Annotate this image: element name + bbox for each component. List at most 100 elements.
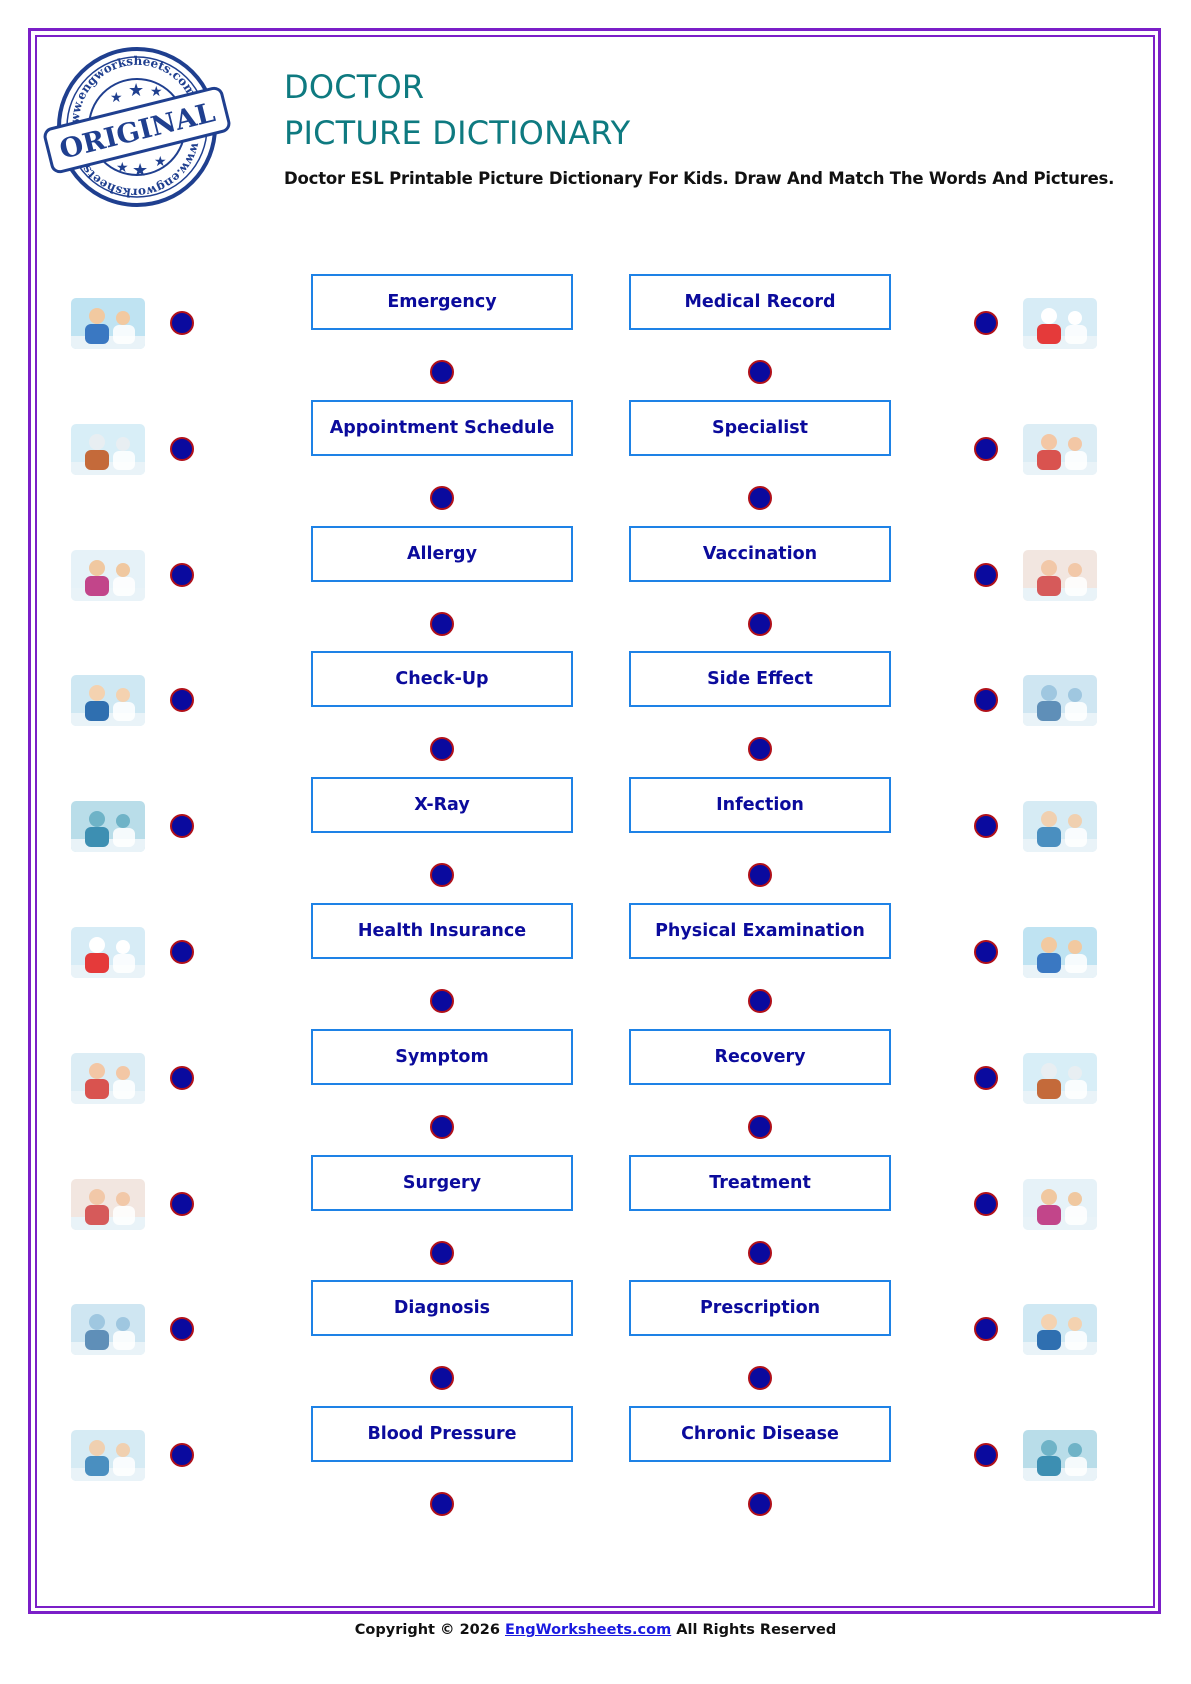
- left-picture-dot[interactable]: [170, 1317, 194, 1342]
- match-row: Health Insurance Physical Examination: [0, 903, 1191, 1029]
- right-picture-dot[interactable]: [974, 311, 998, 335]
- right-word-dot[interactable]: [748, 863, 772, 888]
- match-row: Surgery Treatment: [0, 1154, 1191, 1281]
- surgeons-operating-image[interactable]: [71, 801, 145, 853]
- left-word-dot[interactable]: [430, 1240, 454, 1265]
- ambulance-image[interactable]: [71, 927, 145, 978]
- left-word-dot[interactable]: [430, 1366, 454, 1391]
- word-box-right[interactable]: Side Effect: [629, 651, 891, 708]
- left-picture-dot[interactable]: [170, 311, 194, 335]
- word-label: X-Ray: [414, 795, 470, 816]
- left-word-dot[interactable]: [430, 989, 454, 1013]
- word-box-left[interactable]: Allergy: [311, 525, 573, 582]
- left-picture-dot[interactable]: [170, 814, 194, 839]
- word-label: Infection: [716, 795, 804, 816]
- right-picture-dot[interactable]: [974, 1317, 998, 1342]
- right-picture-dot[interactable]: [974, 814, 998, 839]
- word-label: Emergency: [387, 292, 497, 312]
- left-word-dot[interactable]: [430, 863, 454, 888]
- boy-sneezing-tissue-image[interactable]: [1023, 549, 1097, 601]
- right-word-dot[interactable]: [748, 1240, 772, 1265]
- right-picture-dot[interactable]: [974, 940, 998, 964]
- right-word-dot[interactable]: [748, 1366, 772, 1391]
- left-word-dot[interactable]: [430, 1114, 454, 1139]
- right-word-dot[interactable]: [748, 611, 772, 636]
- engworksheets-link[interactable]: EngWorksheets.com: [505, 1622, 672, 1638]
- left-picture-dot[interactable]: [170, 436, 194, 461]
- doctor-talking-boy-image[interactable]: [1023, 801, 1097, 853]
- word-box-left[interactable]: Symptom: [311, 1028, 573, 1085]
- match-row: Appointment Schedule Specialist: [0, 399, 1191, 526]
- word-box-right[interactable]: Physical Examination: [629, 903, 891, 959]
- left-picture-dot[interactable]: [170, 940, 194, 964]
- clipboard-medicine-bottles-image[interactable]: [71, 423, 145, 475]
- word-box-left[interactable]: Surgery: [311, 1154, 573, 1211]
- left-word-dot[interactable]: [430, 1492, 454, 1517]
- left-word-dot[interactable]: [430, 360, 454, 384]
- word-label: Health Insurance: [357, 921, 527, 941]
- two-doctors-tablet-image[interactable]: [1023, 1304, 1097, 1356]
- word-label: Physical Examination: [655, 921, 865, 941]
- right-picture-dot[interactable]: [974, 688, 998, 713]
- nurse-injection-boy-image[interactable]: [1023, 675, 1097, 727]
- word-box-left[interactable]: Blood Pressure: [311, 1406, 573, 1463]
- word-box-right[interactable]: Recovery: [629, 1028, 891, 1085]
- woman-chest-pain-image[interactable]: [71, 1178, 145, 1230]
- woman-sore-throat-image[interactable]: [71, 1052, 145, 1104]
- insurance-clipboard-money-image[interactable]: [1023, 1178, 1097, 1230]
- left-picture-dot[interactable]: [170, 1443, 194, 1468]
- right-picture-dot[interactable]: [974, 1065, 998, 1090]
- word-box-left[interactable]: X-Ray: [311, 777, 573, 834]
- svg-text:★: ★: [110, 90, 123, 106]
- word-box-right[interactable]: Chronic Disease: [629, 1406, 891, 1463]
- right-picture-dot[interactable]: [974, 436, 998, 461]
- right-picture-dot[interactable]: [974, 1191, 998, 1216]
- right-picture-dot[interactable]: [974, 1443, 998, 1468]
- left-picture-dot[interactable]: [170, 1065, 194, 1090]
- right-word-dot[interactable]: [748, 989, 772, 1013]
- word-box-right[interactable]: Infection: [629, 777, 891, 834]
- right-word-dot[interactable]: [748, 1492, 772, 1517]
- left-word-dot[interactable]: [430, 737, 454, 762]
- word-box-left[interactable]: Check-Up: [311, 651, 573, 708]
- word-box-left[interactable]: Appointment Schedule: [311, 399, 573, 456]
- match-row: X-Ray Infection: [0, 777, 1191, 903]
- right-picture-dot[interactable]: [974, 562, 998, 587]
- doctor-xray-viewer-image[interactable]: [71, 675, 145, 727]
- copyright-suffix: All Rights Reserved: [676, 1622, 837, 1638]
- left-word-dot[interactable]: [430, 611, 454, 636]
- calendar-stethoscope-image[interactable]: [1023, 1052, 1097, 1104]
- svg-text:★: ★: [128, 80, 144, 101]
- svg-text:★: ★: [154, 154, 167, 170]
- right-word-dot[interactable]: [748, 360, 772, 384]
- word-label: Vaccination: [702, 543, 818, 564]
- word-label: Allergy: [407, 543, 477, 564]
- doctor-consulting-patient-image[interactable]: [1023, 423, 1097, 475]
- word-label: Chronic Disease: [681, 1424, 839, 1445]
- right-word-dot[interactable]: [748, 737, 772, 762]
- right-word-dot[interactable]: [748, 485, 772, 510]
- svg-text:★: ★: [116, 160, 129, 176]
- xray-tablet-pills-image[interactable]: [71, 1304, 145, 1356]
- word-box-left[interactable]: Health Insurance: [311, 903, 573, 959]
- word-box-right[interactable]: Specialist: [629, 399, 891, 456]
- word-box-right[interactable]: Vaccination: [629, 525, 891, 582]
- doctor-stethoscope-patient-image[interactable]: [1023, 298, 1097, 349]
- elderly-man-coughing-image[interactable]: [71, 298, 145, 349]
- word-box-left[interactable]: Diagnosis: [311, 1280, 573, 1337]
- doctor-blood-pressure-image[interactable]: [1023, 927, 1097, 978]
- left-picture-dot[interactable]: [170, 1191, 194, 1216]
- child-with-germs-image[interactable]: [71, 549, 145, 601]
- word-box-right[interactable]: Medical Record: [629, 274, 891, 330]
- left-picture-dot[interactable]: [170, 562, 194, 587]
- left-picture-dot[interactable]: [170, 688, 194, 713]
- medical-clipboard-image[interactable]: [1023, 1430, 1097, 1482]
- patient-hospital-bed-image[interactable]: [71, 1430, 145, 1482]
- word-box-left[interactable]: Emergency: [311, 274, 573, 330]
- word-box-right[interactable]: Prescription: [629, 1280, 891, 1337]
- word-label: Blood Pressure: [367, 1424, 517, 1445]
- word-box-right[interactable]: Treatment: [629, 1154, 891, 1211]
- left-word-dot[interactable]: [430, 485, 454, 510]
- instructions-text: Doctor ESL Printable Picture Dictionary …: [284, 169, 1115, 188]
- right-word-dot[interactable]: [748, 1114, 772, 1139]
